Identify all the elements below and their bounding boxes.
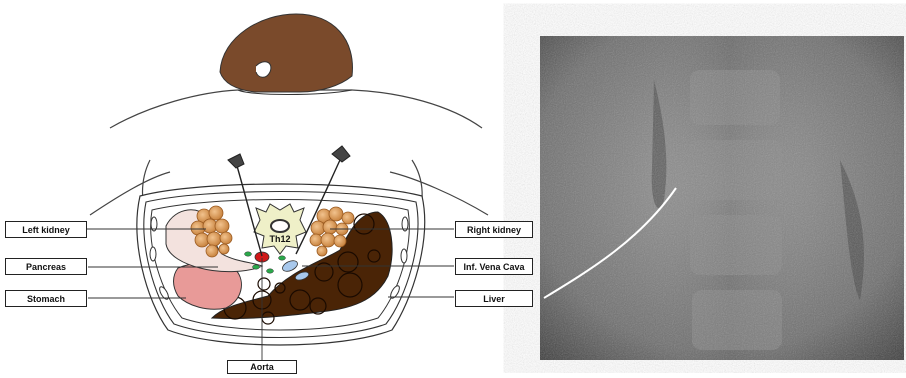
label-vertebra-th12: Th12 — [262, 234, 298, 244]
label-pancreas: Pancreas — [5, 258, 87, 275]
rib-right-2 — [401, 249, 407, 263]
vessel-green-2 — [279, 256, 286, 260]
vessel-green-3 — [253, 265, 260, 269]
back-outline — [110, 90, 482, 128]
spinal-canal — [271, 220, 289, 232]
label-liver: Liver — [455, 290, 533, 307]
patient-illustration — [86, 14, 488, 362]
label-stomach: Stomach — [5, 290, 87, 307]
vessel-green-1 — [245, 252, 252, 256]
head — [220, 14, 352, 92]
label-right-kidney: Right kidney — [455, 221, 533, 238]
ear — [256, 62, 271, 78]
rib-left-2 — [150, 247, 156, 261]
xray-image — [540, 36, 904, 360]
vessel-green-4 — [267, 269, 274, 273]
label-left-kidney: Left kidney — [5, 221, 87, 238]
label-inf-vena-cava: Inf. Vena Cava — [455, 258, 533, 275]
label-aorta: Aorta — [227, 360, 297, 374]
